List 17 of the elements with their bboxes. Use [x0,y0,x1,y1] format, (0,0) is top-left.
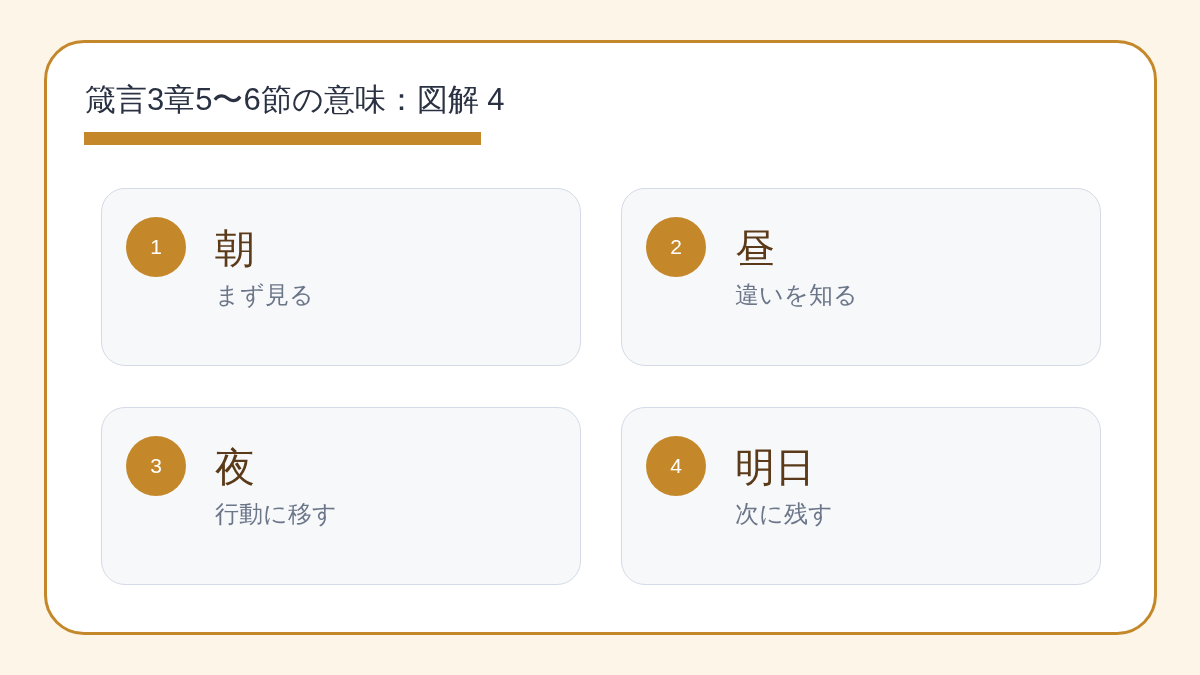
step-number-circle: 2 [646,217,706,277]
diagram-title: 箴言3章5〜6節の意味：図解 4 [85,81,505,119]
step-number-circle: 4 [646,436,706,496]
step-heading: 明日 [735,444,815,491]
step-card [101,188,581,366]
step-description: まず見る [215,280,314,310]
step-number-circle: 1 [126,217,186,277]
step-description: 次に残す [735,499,833,529]
step-card [621,188,1101,366]
step-description: 行動に移す [215,499,337,529]
step-number-circle: 3 [126,436,186,496]
step-heading: 夜 [215,444,255,491]
step-card [101,407,581,585]
step-card [621,407,1101,585]
step-heading: 昼 [735,225,775,272]
step-description: 違いを知る [735,280,858,310]
step-heading: 朝 [215,225,255,272]
